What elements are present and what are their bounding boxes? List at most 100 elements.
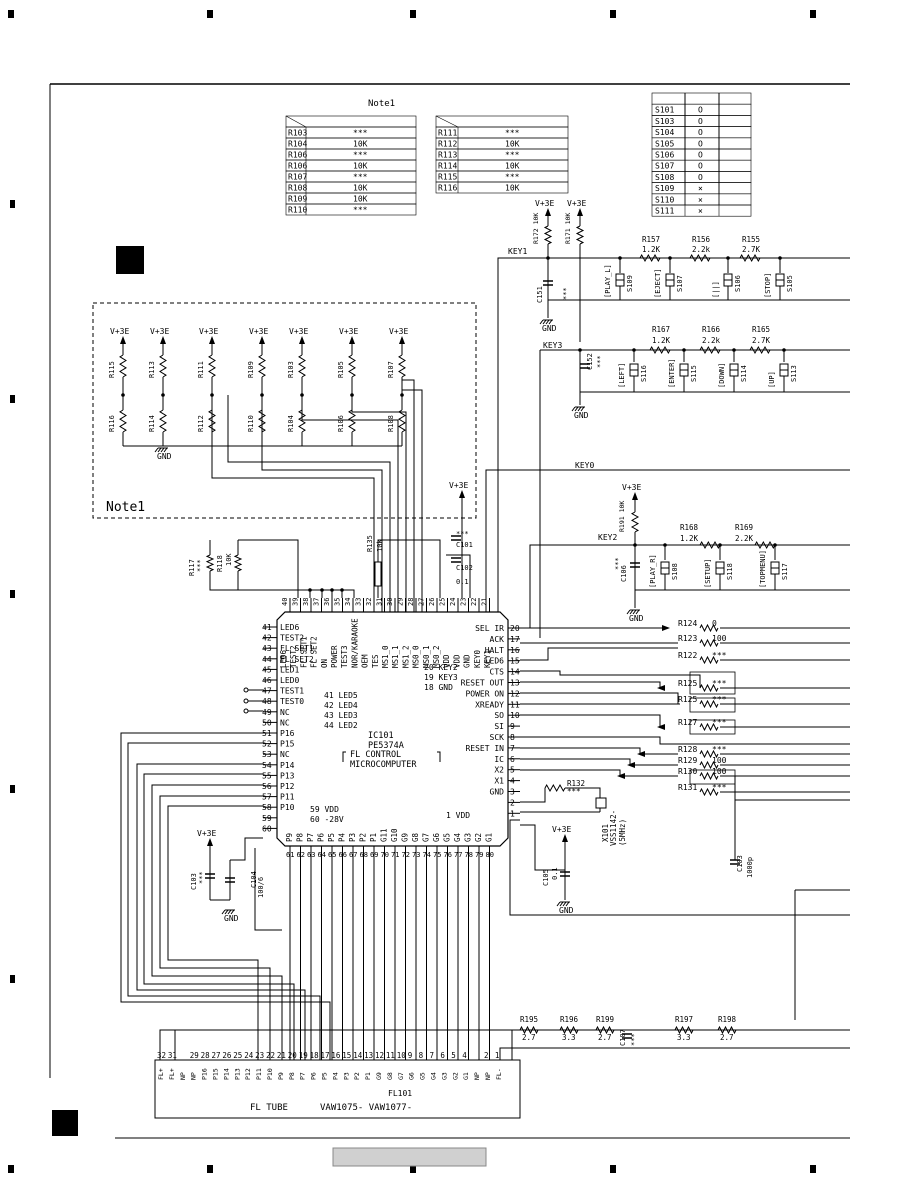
ic-pin-number: 15 xyxy=(510,657,520,666)
cap-value: 0.1 xyxy=(551,867,559,880)
cap-value: *** xyxy=(630,1033,638,1046)
resistor-r197 xyxy=(674,1025,694,1035)
ic-inner: 20 KEY2 xyxy=(424,663,458,672)
fl-tube-body xyxy=(154,1059,521,1119)
fl-pin-number: 8 xyxy=(419,1051,424,1060)
gnd-hatch xyxy=(580,406,585,412)
signal xyxy=(520,758,678,766)
ic-pin-name: FL SET2 xyxy=(280,655,314,664)
gnd-label: GND xyxy=(224,914,239,923)
vcc-label: V+3E xyxy=(552,825,571,834)
table-ref: R109 xyxy=(288,195,307,204)
ic-pin-name: NC xyxy=(280,750,290,759)
cap-value: *** xyxy=(596,355,604,368)
ic-top-pin-name: MS1_1 xyxy=(391,645,400,668)
resistor-r135 xyxy=(374,561,382,587)
ic-part: PE5374A xyxy=(368,741,404,751)
signal xyxy=(254,848,282,931)
signal xyxy=(520,647,678,661)
gnd-hatch xyxy=(224,909,229,915)
switch-label: [||] xyxy=(712,281,720,298)
fl-pin-name: G4 xyxy=(430,1072,438,1080)
switch-ref: S118 xyxy=(726,563,734,580)
ic-bottom-pin-name: P3 xyxy=(348,833,357,842)
ic-pin-number: 78 xyxy=(465,851,473,859)
ic-pin-name: LED0 xyxy=(280,676,299,685)
ic-pin-number: 35 xyxy=(334,598,342,606)
junction-dot xyxy=(778,256,782,260)
ic-pin-number: 49 xyxy=(262,708,272,717)
switch-label: [STOP] xyxy=(764,273,772,298)
ic-pin-number: 76 xyxy=(444,851,452,859)
ic-title: MICROCOMPUTER xyxy=(350,760,417,770)
ic-top-pin-name: VDD xyxy=(452,654,461,668)
ic-top-pin-name: VDD xyxy=(442,654,451,668)
vcc-arrow xyxy=(299,336,305,344)
cap-label: C101 xyxy=(456,541,473,549)
ic-pin-number: 39 xyxy=(292,598,300,606)
gnd-hatch xyxy=(577,406,582,412)
fl-pin-name: NP xyxy=(473,1072,481,1080)
resistor-ref: R157 xyxy=(642,235,660,244)
switch-ref: S104 xyxy=(655,128,674,137)
ic-bottom-pin-name: P7 xyxy=(306,833,315,842)
resistor-ref: R108 xyxy=(387,415,395,432)
fl-signal xyxy=(143,773,295,1060)
switch-mark: O xyxy=(698,162,703,171)
fl-pin-number: 32 xyxy=(157,1051,166,1060)
vcc-arrow xyxy=(545,208,551,216)
fl-pin-name: FL+ xyxy=(168,1068,176,1080)
gnd-hatch xyxy=(574,406,579,412)
ic-pin-number: 61 xyxy=(286,851,294,859)
ic-pin-number: 14 xyxy=(510,668,520,677)
ic-pin-number: 80 xyxy=(486,851,494,859)
ic-pin-number: 53 xyxy=(262,750,272,759)
fl-pin-number: 17 xyxy=(321,1051,330,1060)
resistor-r125 xyxy=(699,699,719,709)
junction-dot xyxy=(400,393,404,397)
vcc-label: V+3E xyxy=(449,481,468,490)
fl-pin-name: FL+ xyxy=(157,1068,165,1080)
cap-label: C105 xyxy=(542,869,550,886)
switch-label: [UP] xyxy=(768,371,776,388)
ic-top-pin-name: TEST3 xyxy=(340,645,349,668)
resistor-r118 xyxy=(233,554,243,572)
gnd-hatch xyxy=(539,319,544,325)
resistor-r105 xyxy=(348,354,356,378)
resistor-ref: R107 xyxy=(387,361,395,378)
resistor-r167 xyxy=(649,345,671,355)
junction-dot xyxy=(618,256,622,260)
resistor-r169 xyxy=(754,540,776,550)
gnd-hatch xyxy=(635,609,640,615)
ic-pin-number: 63 xyxy=(307,851,315,859)
resistor-ref: R195 xyxy=(520,1015,538,1024)
ic-pin-number: 36 xyxy=(323,598,331,606)
net-key3: KEY3 xyxy=(543,341,562,350)
ic-pin-number: 12 xyxy=(510,689,520,698)
ic-pin-name: RESET OUT xyxy=(461,679,505,688)
vcc-arrow xyxy=(209,336,215,344)
fl-pin-number: 21 xyxy=(277,1051,286,1060)
pullup-label: R172 10K xyxy=(532,213,540,244)
vcc-arrow xyxy=(259,336,265,344)
table-value: *** xyxy=(353,206,368,215)
ic-bottom-pin-name: P5 xyxy=(327,833,336,842)
fl-pin-number: 18 xyxy=(310,1051,320,1060)
vcc-label: V+3E xyxy=(339,327,358,336)
resistor-ref: R110 xyxy=(247,415,255,432)
switch-ref: S109 xyxy=(626,275,634,292)
vcc-arrow xyxy=(632,492,638,500)
switch-label: [ENTER] xyxy=(668,358,676,388)
test-point xyxy=(243,687,249,693)
table-value: 10K xyxy=(505,184,520,193)
table-value: 10K xyxy=(353,140,368,149)
ic-pin-name: P10 xyxy=(280,803,295,812)
fl-pin-name: P8 xyxy=(288,1072,296,1080)
resistor-value: 10K xyxy=(225,553,233,566)
fl-pin-name: G9 xyxy=(375,1072,383,1080)
net-key2: KEY2 xyxy=(598,533,617,542)
table-value: 10K xyxy=(353,162,368,171)
switch-label: [SETUP] xyxy=(704,558,712,588)
ic-top-pin-name: OEM xyxy=(361,654,370,668)
vcc-label: V+3E xyxy=(249,327,268,336)
